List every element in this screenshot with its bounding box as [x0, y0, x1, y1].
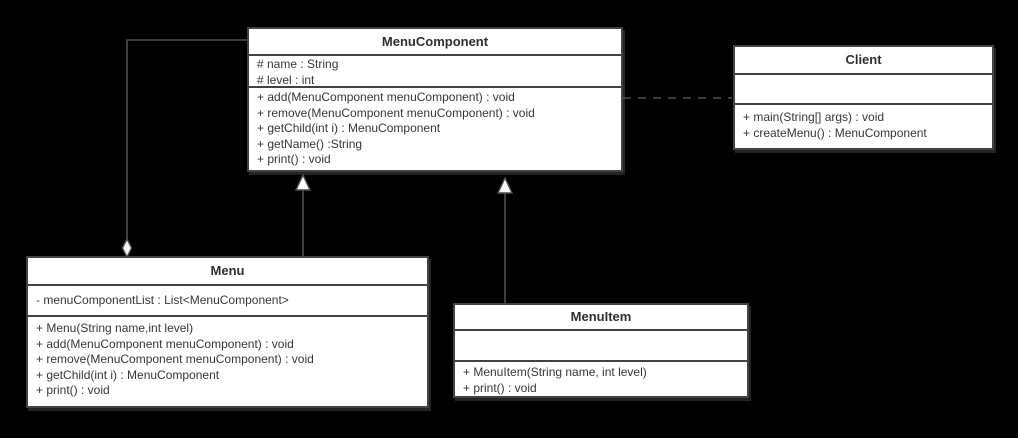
member-row: + getName() :String [257, 136, 363, 151]
class-methods-section: + Menu(String name,int level)+ add(MenuC… [28, 317, 427, 406]
aggregation-diamond-icon [121, 237, 133, 259]
member-row: + getChild(int i) : MenuComponent [36, 367, 220, 382]
member-row: + print() : void [257, 152, 331, 167]
member-row: + add(MenuComponent menuComponent) : voi… [257, 90, 515, 104]
member-row: # name : String [257, 57, 339, 71]
class-attributes-section [455, 331, 747, 362]
member-row: + print() : void [463, 380, 537, 395]
member-row: + main(String[] args) : void [743, 110, 885, 124]
class-attributes-section: # name : String# level : int [249, 56, 621, 88]
class-title: MenuItem [455, 305, 747, 331]
class-methods-section: + main(String[] args) : void+ createMenu… [735, 105, 992, 148]
aggregation-connector-menucomponent-menu [121, 39, 247, 259]
generalization-triangle-icon [294, 173, 312, 191]
class-methods-section: + MenuItem(String name, int level)+ prin… [455, 362, 747, 396]
member-row: + add(MenuComponent menuComponent) : voi… [36, 336, 294, 351]
class-title: Menu [28, 258, 427, 286]
member-row: + createMenu() : MenuComponent [743, 125, 927, 140]
class-methods-section: + add(MenuComponent menuComponent) : voi… [249, 88, 621, 170]
generalization-triangle-icon [496, 176, 514, 194]
member-row: + print() : void [36, 383, 110, 398]
class-attributes-section: - menuComponentList : List<MenuComponent… [28, 286, 427, 317]
class-attributes-section [735, 75, 992, 105]
member-row: + Menu(String name,int level) [36, 321, 194, 335]
class-title: Client [735, 47, 992, 75]
class-box-menu[interactable]: Menu - menuComponentList : List<MenuComp… [26, 256, 429, 408]
class-box-menuitem[interactable]: MenuItem + MenuItem(String name, int lev… [453, 303, 749, 398]
class-title: MenuComponent [249, 29, 621, 56]
member-row: - menuComponentList : List<MenuComponent… [36, 293, 289, 307]
generalization-connector-menu-menucomponent [294, 173, 312, 256]
member-row: + remove(MenuComponent menuComponent) : … [257, 105, 535, 120]
member-row: + getChild(int i) : MenuComponent [257, 121, 441, 136]
generalization-connector-menuitem-menucomponent [496, 176, 514, 303]
member-row: # level : int [257, 72, 315, 87]
class-box-client[interactable]: Client + main(String[] args) : void+ cre… [733, 45, 994, 150]
member-row: + MenuItem(String name, int level) [463, 365, 647, 379]
member-row: + remove(MenuComponent menuComponent) : … [36, 352, 314, 367]
class-box-menucomponent[interactable]: MenuComponent # name : String# level : i… [247, 27, 623, 172]
